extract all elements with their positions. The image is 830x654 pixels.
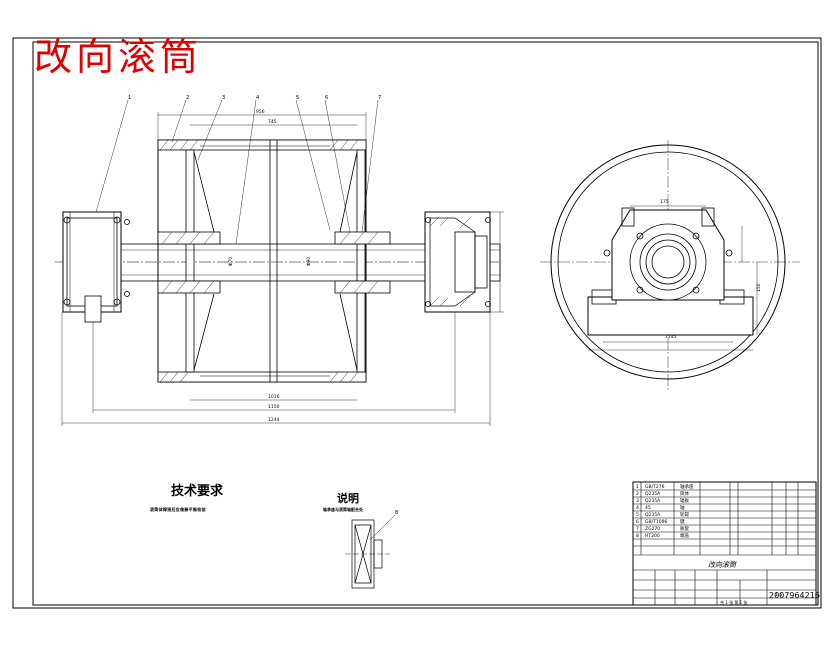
part-name-cell: 轮毂 [680, 511, 689, 518]
part-name-cell: 轴 [680, 504, 685, 511]
part-no: 2 [636, 491, 639, 497]
dim-shaft-left: Φ70 [228, 257, 234, 266]
part-name-cell: 轴承座 [680, 483, 694, 490]
balloon-5: 5 [296, 95, 299, 101]
front-section-view [55, 99, 504, 541]
parts-table: 1 GB/T276 轴承座 2 Q235A 筒体 3 Q235A 辐板 4 45… [636, 483, 782, 605]
detail-sketch [345, 519, 390, 589]
balloon-8: 8 [395, 510, 398, 516]
balloon-4: 4 [256, 95, 259, 101]
scale-value: 1:5 [775, 592, 782, 598]
drawing-title: 改向滚筒 [34, 35, 203, 79]
dim-shaft-center: Φ90 [306, 257, 312, 266]
part-code: 45 [645, 505, 651, 511]
title-block-part-name: 改向滚筒 [708, 561, 736, 569]
part-name-cell: 辐板 [680, 497, 689, 504]
part-code: GB/T1096 [645, 519, 667, 525]
balloon-1: 1 [128, 95, 131, 101]
inner-border [32, 41, 819, 606]
explanation-heading: 说明 [337, 492, 359, 505]
part-no: 3 [636, 498, 639, 504]
part-no: 8 [636, 533, 639, 539]
part-code: ZG270 [645, 526, 660, 532]
part-name-cell: 键 [680, 518, 685, 525]
part-code: HT200 [645, 533, 660, 539]
part-name-cell: 端盖 [680, 532, 689, 539]
sheet-count: 共 1 张 第 1 张 [720, 599, 747, 605]
balloon-3: 3 [222, 95, 225, 101]
dim-hub-span: 1016 [268, 394, 280, 400]
dimension-values: 956 745 1016 1150 1244 Φ70 Φ90 1145 150 … [228, 109, 762, 423]
dim-end-height: 150 [756, 283, 762, 292]
dim-overall-length: 1244 [268, 417, 280, 423]
part-code: Q235A [645, 491, 661, 497]
balloon-6: 6 [325, 95, 328, 101]
balloon-labels: 1 2 3 4 5 6 7 8 [128, 95, 398, 516]
end-view [540, 140, 800, 390]
tech-requirements-note: 滚筒体焊接后应做静平衡检验 [150, 507, 206, 512]
dim-shell-length: 956 [256, 109, 265, 115]
outer-border [12, 37, 822, 609]
part-name-cell: 筒体 [680, 490, 689, 497]
explanation-note: 轴承座与滚筒轴配合处 [323, 507, 363, 512]
balloon-7: 7 [378, 95, 381, 101]
part-no: 7 [636, 526, 639, 532]
part-name-cell: 胀套 [680, 525, 689, 532]
dim-bearing-span: 1150 [268, 404, 280, 410]
part-code: GB/T276 [645, 484, 665, 490]
part-code: Q235A [645, 512, 661, 518]
balloon-2: 2 [186, 95, 189, 101]
dim-inner-length: 745 [268, 119, 277, 125]
part-no: 6 [636, 519, 639, 525]
drawing-number: 2007964216 [769, 591, 820, 600]
part-no: 4 [636, 505, 639, 511]
dim-end-width: 1145 [665, 334, 677, 340]
part-no: 1 [636, 484, 639, 490]
title-block [632, 481, 817, 606]
part-code: Q235A [645, 498, 661, 504]
tech-requirements-heading: 技术要求 [171, 484, 224, 499]
dim-end-top: 175 [660, 199, 669, 205]
part-no: 5 [636, 512, 639, 518]
